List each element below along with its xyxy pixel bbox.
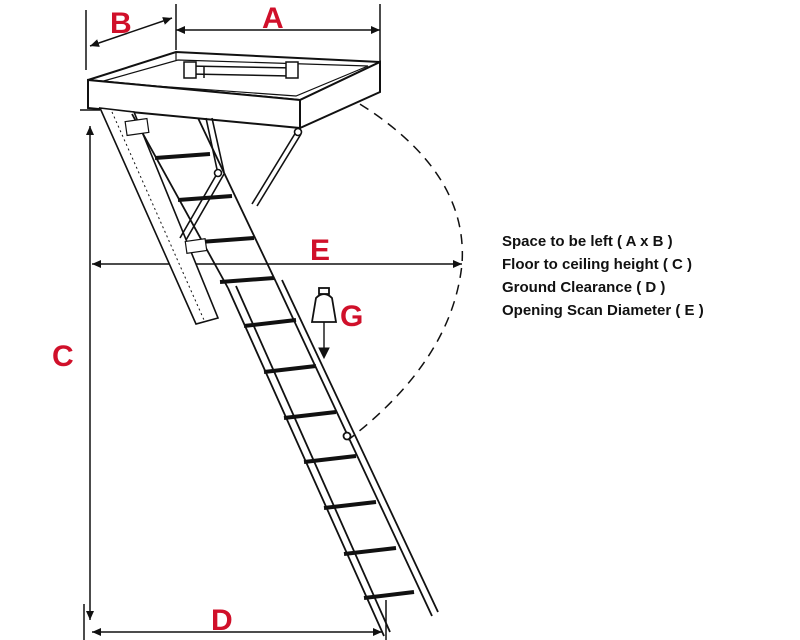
label-b: B (110, 7, 132, 40)
dimension-b-line (89, 17, 173, 47)
label-d: D (211, 604, 233, 637)
hinge-mechanism (183, 61, 299, 79)
label-c: C (52, 340, 74, 373)
legend-item-scan: Opening Scan Diameter ( E ) (502, 302, 704, 319)
label-g: G (340, 300, 363, 333)
lower-ladder-section (227, 279, 439, 637)
legend-item-clearance: Ground Clearance ( D ) (502, 279, 666, 296)
upper-ladder-section (124, 113, 277, 289)
label-a: A (262, 2, 284, 35)
legend: Space to be left ( A x B ) Floor to ceil… (502, 230, 704, 322)
dimension-lines (80, 4, 462, 640)
trapdoor-frame (87, 50, 381, 130)
label-e: E (310, 234, 330, 267)
legend-item-space: Space to be left ( A x B ) (502, 233, 673, 250)
hatch-door-panel (98, 107, 220, 325)
weight-icon (310, 287, 338, 360)
legend-item-height: Floor to ceiling height ( C ) (502, 256, 692, 273)
support-arms (179, 117, 303, 241)
